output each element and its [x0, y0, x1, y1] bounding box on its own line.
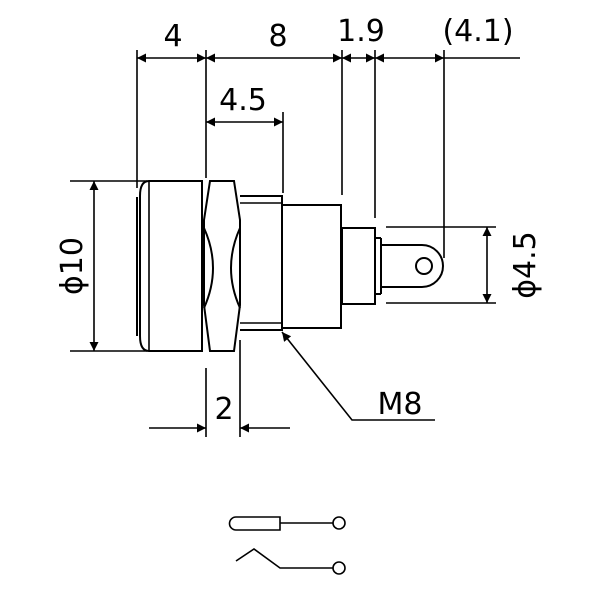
terminal-circle-top: [332, 516, 346, 530]
label-dia-4-5: ϕ4.5: [508, 231, 543, 299]
dimension-lines: [89, 53, 520, 433]
label-4: 4: [163, 19, 182, 54]
connector-body: [136, 180, 444, 352]
terminal-circle-bottom: [332, 561, 346, 575]
contact-symbol: [228, 516, 346, 575]
label-inner-4-5: 4.5: [219, 83, 267, 118]
label-4-1: (4.1): [442, 14, 513, 49]
label-2: 2: [214, 392, 233, 427]
plug-symbol: [228, 516, 281, 531]
terminal-neck: [341, 227, 376, 305]
label-8: 8: [268, 19, 287, 54]
switch-contact: [235, 548, 333, 569]
solder-lug: [381, 244, 444, 288]
threaded-shank: [240, 195, 283, 331]
extension-lines: [70, 50, 496, 437]
hex-nut-face-right: [230, 227, 241, 309]
label-m8: M8: [378, 387, 423, 422]
label-dia-10: ϕ10: [55, 237, 90, 295]
label-1-9: 1.9: [337, 14, 385, 49]
rear-body: [281, 204, 342, 329]
hex-nut: [203, 180, 241, 352]
dimension-labels: 4 8 1.9 (4.1) 4.5 M8 2 ϕ10 ϕ4.5: [55, 14, 543, 427]
hex-nut-face-left: [203, 227, 214, 309]
thread-leader: [281, 331, 435, 421]
lug-hole: [415, 257, 433, 275]
